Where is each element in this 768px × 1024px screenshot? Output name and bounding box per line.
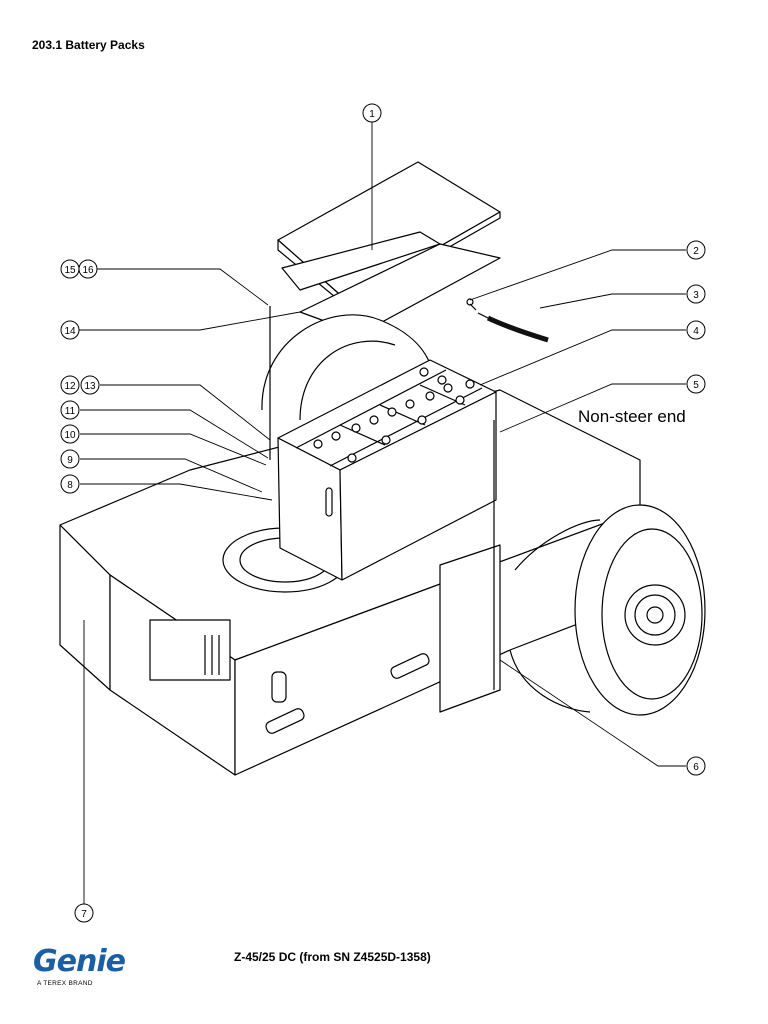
svg-text:10: 10 (64, 430, 76, 441)
svg-text:11: 11 (65, 406, 76, 417)
non-steer-end-label: Non-steer end (578, 407, 686, 426)
callout-7: 7 (74, 903, 94, 923)
callout-9: 9 (60, 449, 80, 469)
callout-13: 13 (80, 375, 100, 395)
svg-text:3: 3 (693, 290, 699, 301)
svg-text:5: 5 (693, 380, 699, 391)
page-title: 203.1 Battery Packs (32, 38, 145, 52)
svg-text:1: 1 (369, 109, 375, 120)
genie-logo: Genie A TEREX BRAND (33, 944, 153, 992)
battery-box (277, 359, 497, 581)
callout-16: 16 (78, 259, 98, 279)
svg-text:2: 2 (693, 246, 699, 257)
callout-3: 3 (686, 284, 706, 304)
callout-8: 8 (60, 474, 80, 494)
callout-1: 1 (362, 103, 382, 123)
svg-text:8: 8 (67, 480, 73, 491)
battery-cable (466, 298, 549, 343)
callout-12: 12 (60, 375, 80, 395)
svg-text:13: 13 (84, 381, 96, 392)
svg-text:12: 12 (64, 381, 76, 392)
callout-10: 10 (60, 424, 80, 444)
callout-14: 14 (60, 320, 80, 340)
callout-2: 2 (686, 240, 706, 260)
callout-11: 11 (60, 400, 80, 420)
svg-text:16: 16 (82, 265, 94, 276)
leader-lines (72, 122, 686, 904)
right-wheel (509, 504, 706, 716)
callout-6: 6 (686, 756, 706, 776)
callout-15: 15 (60, 259, 80, 279)
cover-gasket (281, 231, 501, 335)
svg-text:4: 4 (693, 326, 699, 337)
callouts: 1 2 3 4 5 6 7 8 9 10 11 12 13 14 15 16 (60, 103, 706, 923)
callout-4: 4 (686, 320, 706, 340)
model-footer: Z-45/25 DC (from SN Z4525D-1358) (234, 950, 431, 964)
svg-text:14: 14 (64, 326, 76, 337)
svg-text:9: 9 (67, 455, 73, 466)
svg-text:7: 7 (81, 909, 87, 920)
svg-text:15: 15 (64, 265, 76, 276)
callout-5: 5 (686, 374, 706, 394)
logo-tagline: A TEREX BRAND (37, 980, 93, 987)
svg-text:6: 6 (693, 762, 699, 773)
logo-wordmark: Genie (33, 944, 126, 979)
